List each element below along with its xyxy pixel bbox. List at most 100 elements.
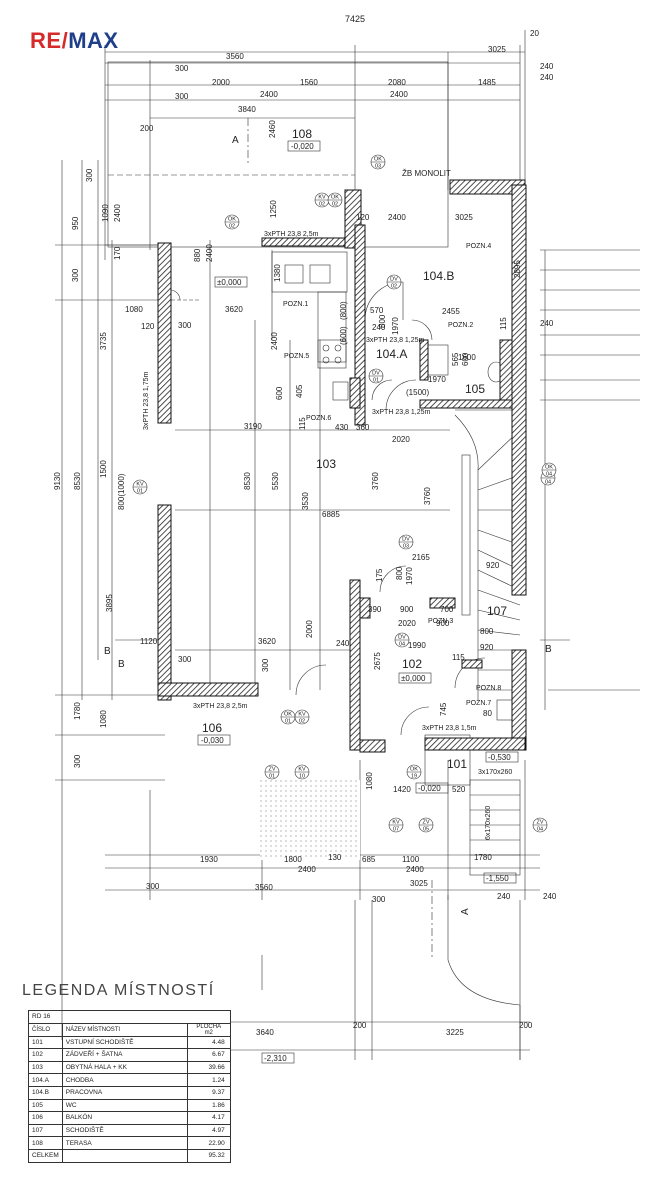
legend-room-area: 39.66 [186, 1060, 231, 1075]
marker-number: 02 [299, 719, 305, 725]
dim: 240 [372, 323, 386, 332]
dim: 2000 [305, 620, 314, 638]
section-b-label: B [104, 646, 111, 657]
dim: 200 [140, 124, 154, 133]
marker-code: KV [298, 767, 306, 773]
room-108-level: -0,020 [291, 142, 314, 151]
marker-number: 04 [546, 472, 552, 478]
legend-room-name: VSTUPNÍ SCHODIŠTĚ [61, 1035, 188, 1050]
dim-overall: 7425 [345, 14, 365, 24]
dim: 1080 [125, 305, 143, 314]
dim: 300 [73, 754, 82, 768]
logo-re: RE [30, 28, 62, 53]
section-b-label-right: B [545, 644, 552, 655]
dim: 300 [85, 168, 94, 182]
dim: 300 [372, 895, 386, 904]
dim: 1970 [405, 567, 414, 585]
dim: 520 [452, 785, 466, 794]
marker-number: 02 [332, 202, 338, 208]
dim: 1380 [273, 264, 282, 282]
dim: 2400 [298, 865, 316, 874]
marker-number: 05 [423, 827, 429, 833]
legend-col-area-b: m2 [204, 1029, 213, 1036]
room-103-number: 103 [316, 457, 336, 471]
legend-room-name: WC [61, 1098, 188, 1113]
dim: 565 [451, 352, 460, 366]
room-104a-number: 104.A [376, 347, 407, 361]
marker-number: 10 [299, 774, 305, 780]
dim: 2400 [390, 90, 408, 99]
marker-number: 02 [391, 284, 397, 290]
dim: 1600 [458, 353, 476, 362]
legend-room-number: 103 [28, 1060, 63, 1075]
marker-code: OK [374, 157, 382, 163]
dim: 2400 [205, 244, 214, 262]
room-108-number: 108 [292, 127, 312, 141]
dim: 1990 [408, 641, 426, 650]
dim: 130 [328, 853, 342, 862]
dim-top-a: 3560 [226, 52, 244, 61]
dim: (1500) [406, 388, 429, 397]
level-stair-top: -0,530 [488, 753, 511, 762]
dim: 1485 [478, 78, 496, 87]
dim: 300 [175, 92, 189, 101]
dim: 800(1000) [117, 473, 126, 510]
legend-room-number: 104.B [28, 1085, 63, 1100]
dim: 1970 [428, 375, 446, 384]
dim: 3025 [455, 213, 473, 222]
dim: 405 [295, 384, 304, 398]
dim: 200 [353, 1021, 367, 1030]
room-106-number: 106 [202, 721, 222, 735]
dim: 2020 [392, 435, 410, 444]
dim: 3640 [256, 1028, 274, 1037]
dim: 1090 [101, 204, 110, 222]
dim-top-b: 3025 [488, 45, 506, 54]
legend-col-number: ČÍSLO [28, 1022, 63, 1037]
dim: 800 [480, 627, 494, 636]
dim: 3895 [105, 594, 114, 612]
room-105-number: 105 [465, 382, 485, 396]
dim: 2400 [388, 213, 406, 222]
note-pth: 3xPTH 23,8 1,25m [366, 337, 425, 344]
dim: 1420 [393, 785, 411, 794]
legend-room-number: 101 [28, 1035, 63, 1050]
legend-room-area: 1.24 [186, 1073, 231, 1087]
dim: 3620 [225, 305, 243, 314]
room-101-number: 101 [447, 757, 467, 771]
dim: 120 [356, 213, 370, 222]
legend-total-row: CELKEM 95.32 [28, 1148, 231, 1163]
marker-number: 01 [285, 719, 291, 725]
legend-room-area: 1.86 [186, 1098, 231, 1113]
dim: 1080 [99, 710, 108, 728]
dim: 300 [178, 655, 192, 664]
marker-number: 01 [373, 378, 379, 384]
dim: 2675 [373, 652, 382, 670]
dim: (600) [339, 326, 348, 345]
remax-logo: RE/MAX [30, 28, 119, 54]
level-stair-bottom: -1,550 [486, 874, 509, 883]
dim-20: 20 [530, 29, 539, 38]
dim: (800) [339, 301, 348, 320]
logo-slash: / [61, 28, 69, 53]
section-a-label: A [232, 135, 239, 146]
dim: 920 [480, 643, 494, 652]
dim: 240 [543, 892, 557, 901]
dim: 2400 [113, 204, 122, 222]
marker-number: 19 [411, 774, 417, 780]
legend-room-area: 6.67 [186, 1048, 231, 1062]
note-pozn: POZN.7 [466, 700, 491, 707]
legend-room-area: 4.97 [186, 1123, 231, 1138]
legend-total-label: CELKEM [28, 1148, 63, 1163]
dim: 2080 [388, 78, 406, 87]
dim: 115 [452, 653, 465, 662]
